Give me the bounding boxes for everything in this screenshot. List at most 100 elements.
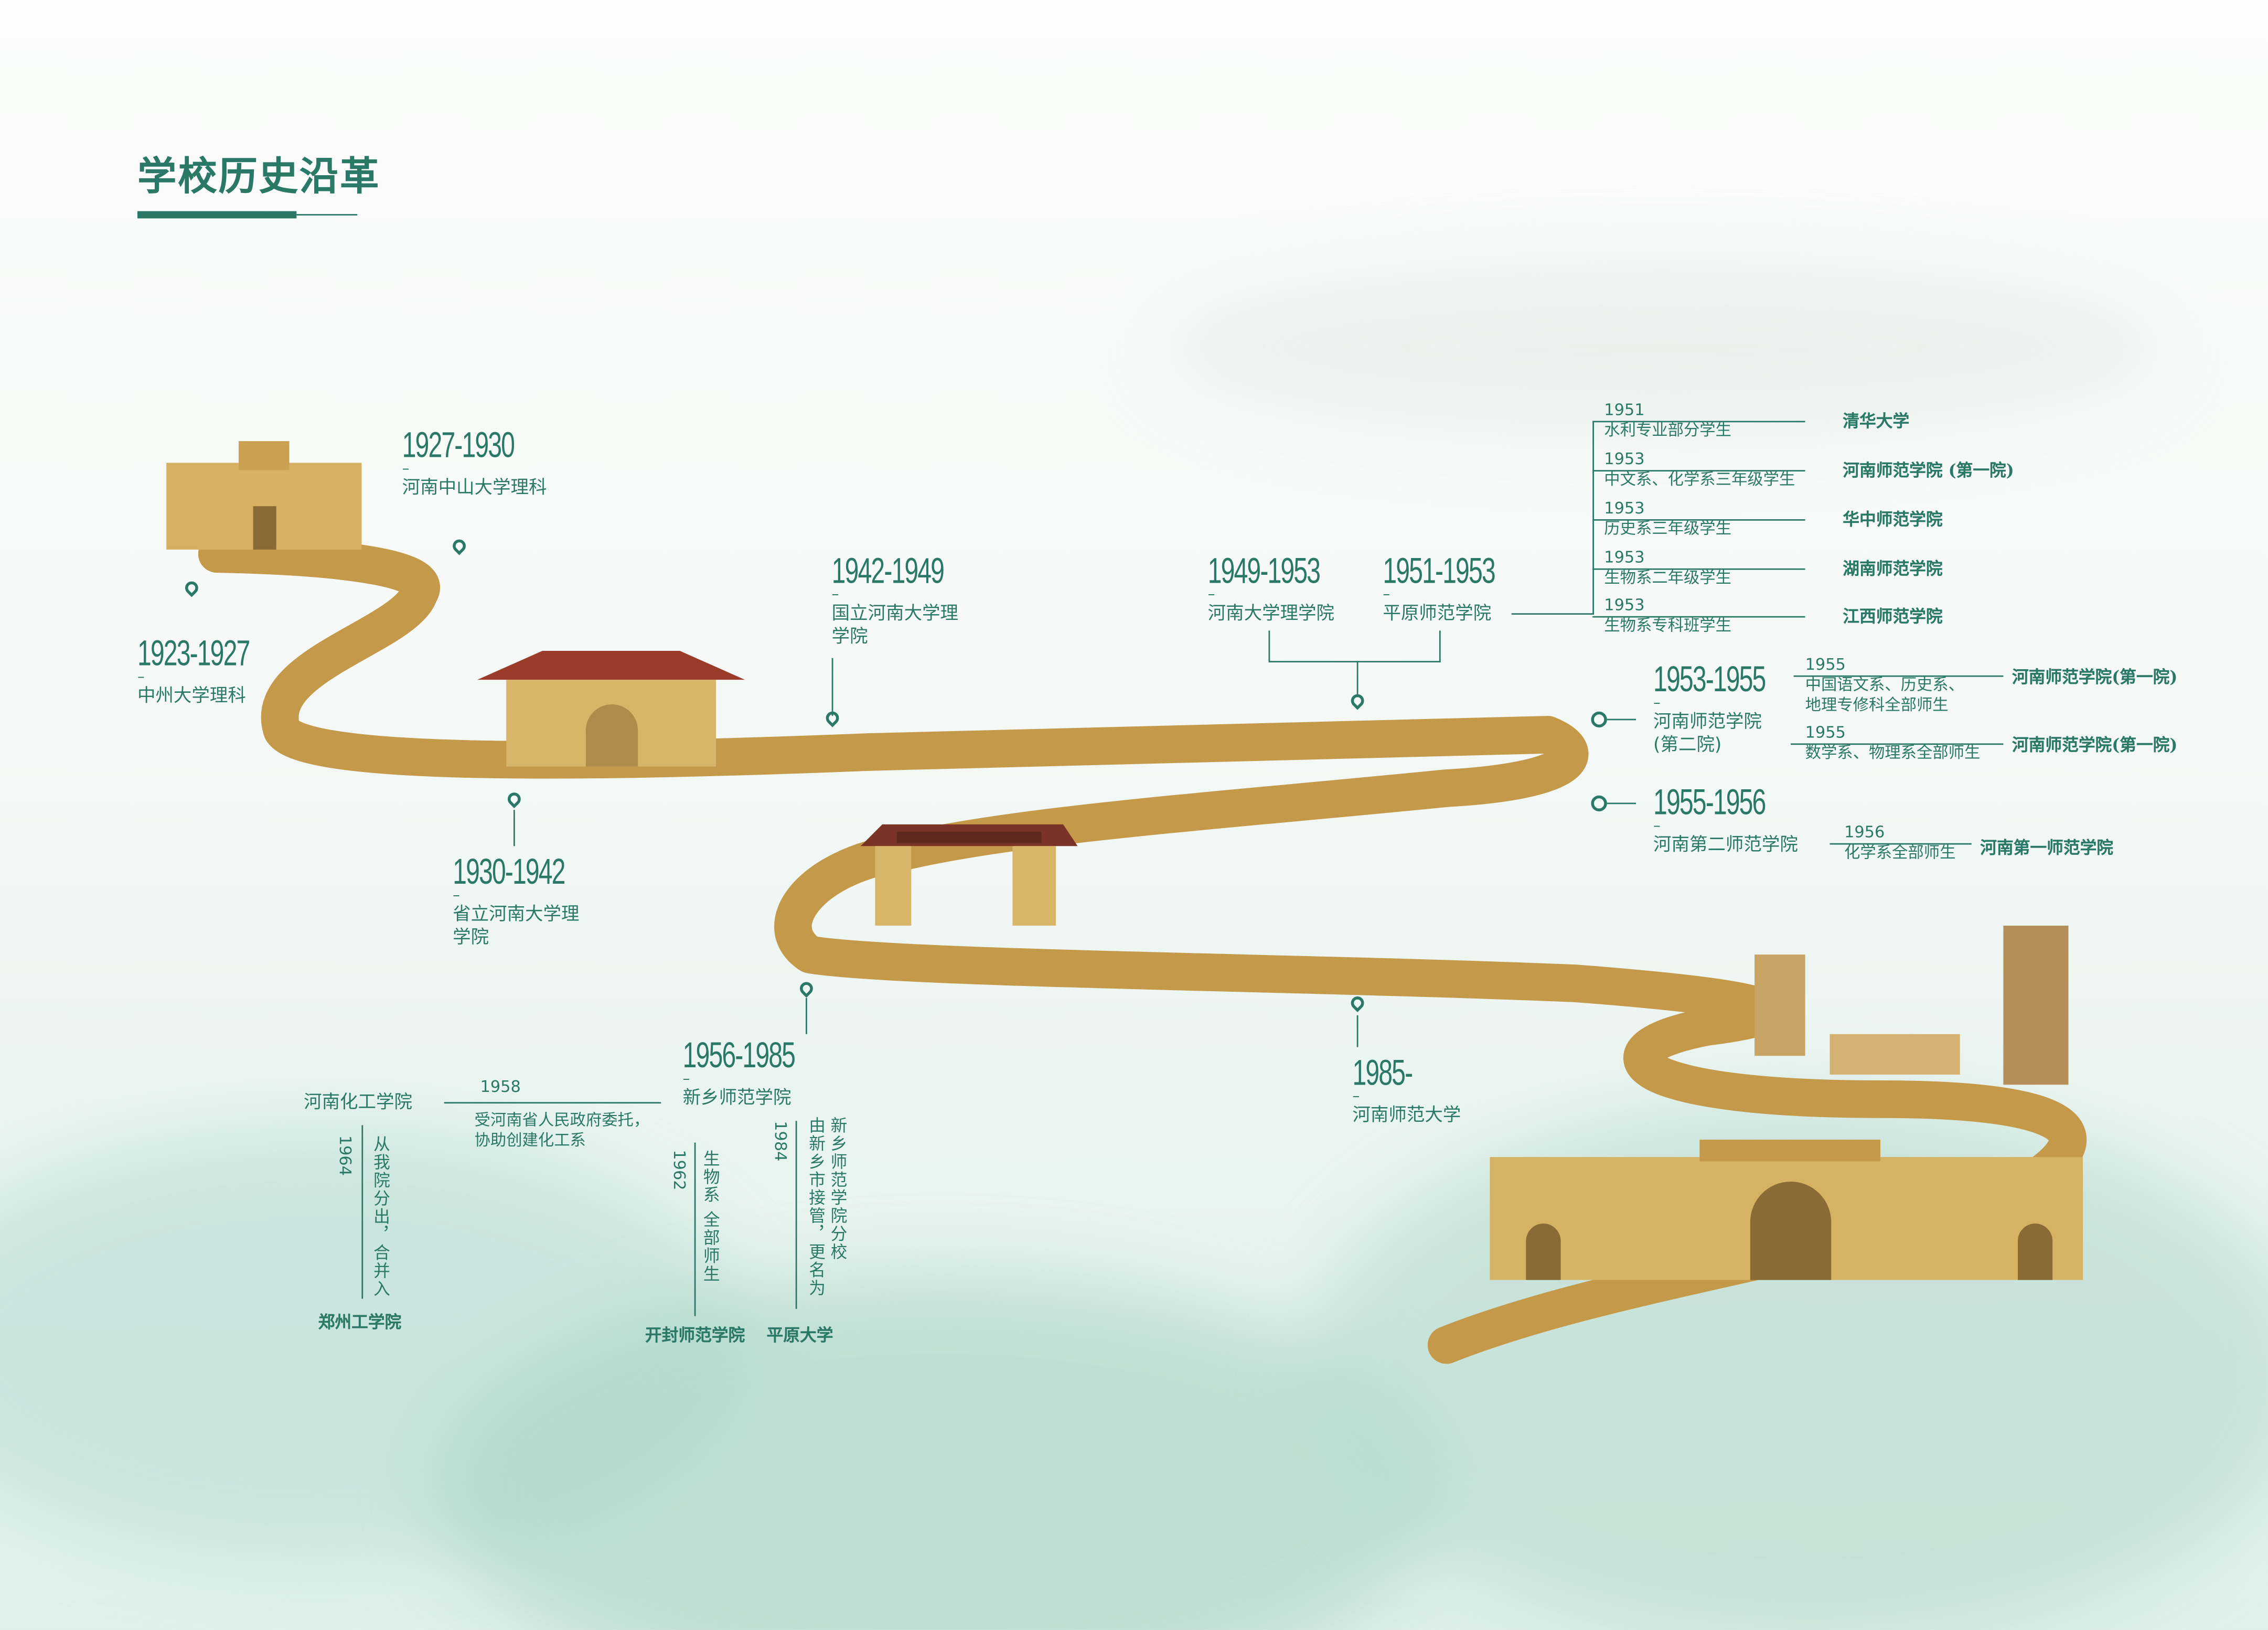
label-text: 化学系全部师生: [1844, 843, 1956, 862]
connector-line: [444, 1102, 661, 1104]
label-text: 1958: [480, 1077, 521, 1097]
label-text: 河南师范学院(第一院): [2012, 667, 2178, 687]
milestone-1956: 1956-1985– 新乡师范学院: [683, 1038, 843, 1109]
label-text: 1985-: [1352, 1053, 1413, 1093]
label-text: 1923-1927: [137, 633, 250, 674]
label-text: 开封师范学院: [645, 1325, 745, 1345]
transfer-item: 1953 中文系、化学系三年级学生 河南师范学院 (第一院): [1592, 449, 2014, 499]
connector-line: [1356, 661, 1358, 698]
ring-marker-icon: [1591, 795, 1607, 812]
title-underline-thin: [296, 214, 358, 216]
label-text: 1951: [1604, 400, 1645, 420]
connector-line: [1592, 519, 1805, 521]
building-main-gate: [1490, 1140, 2083, 1280]
label-text: 1930-1942: [453, 852, 565, 893]
label-text: 1955: [1805, 723, 1846, 742]
building-gate-1942: [860, 824, 1078, 926]
label-text: 1949-1953: [1207, 551, 1321, 592]
connector-line: [694, 1142, 696, 1316]
connector-line: [1592, 616, 1805, 618]
transfer-item: 1955 中国语文系、历史系、地理专修科全部师生 河南师范学院(第一院): [1793, 655, 2177, 716]
connector-line: [361, 1125, 363, 1299]
label-text: 江西师范学院: [1843, 606, 1943, 627]
label-text: 1956-1985: [682, 1035, 796, 1076]
label-text: 1953: [1604, 596, 1645, 615]
connector-line: [1607, 719, 1636, 721]
milestone-1949: 1949-1953– 河南大学理学院: [1207, 551, 1368, 625]
connector-line: [1793, 675, 2004, 677]
ring-marker-icon: [1591, 711, 1607, 728]
road-stroke: [198, 535, 2087, 1364]
transfer-list-1951: 1951 水利专业部分学生 清华大学 1953 中文系、化学系三年级学生 河南师…: [1592, 400, 2014, 645]
mist-decoration: [434, 1272, 1447, 1630]
connector-line: [795, 1121, 797, 1309]
connector-line: [513, 810, 515, 846]
label-text: 受河南省人民政府委托，: [474, 1110, 650, 1130]
label-text: 中国语文系、历史系、: [1805, 675, 1964, 694]
label-text: 1953: [1604, 449, 1645, 469]
label-text: 河南师范学院: [1653, 710, 1762, 732]
label-text: 清华大学: [1843, 411, 1910, 431]
connector-line: [1592, 421, 1594, 615]
connector-line: [831, 658, 833, 716]
label-text: 湖南师范学院: [1843, 558, 1943, 579]
connector-line: [1592, 568, 1805, 570]
label-text: 生物系二年级学生: [1604, 568, 1731, 587]
mist-decoration: [1157, 260, 2170, 434]
connector-line: [1511, 613, 1594, 615]
label-text: 河南师范学院(第一院): [2012, 734, 2178, 755]
label-text: 协助创建化工系: [474, 1131, 586, 1150]
label-text: 1962: [669, 1150, 689, 1191]
label-text: 河南第二师范学院: [1653, 833, 1798, 855]
separator: –: [1653, 818, 1661, 835]
label-text: 数学系、物理系全部师生: [1805, 743, 1981, 763]
connector-line: [1356, 1015, 1358, 1047]
label-text: 生物系专科班学生: [1604, 616, 1731, 635]
title-underline: [137, 211, 297, 219]
label-text: 河南中山大学理科: [402, 476, 547, 498]
separator: –: [1653, 695, 1661, 712]
milestone-1942: 1942-1949– 国立河南大学理学院: [831, 553, 962, 648]
connector-line: [1791, 743, 2004, 745]
connector-line: [1592, 421, 1805, 423]
separator: –: [453, 888, 460, 904]
separator: –: [1352, 1089, 1360, 1105]
transfer-item: 1953 生物系专科班学生 江西师范学院: [1592, 596, 1943, 645]
label-text: 水利专业部分学生: [1604, 421, 1731, 440]
connector-line: [1268, 661, 1441, 663]
label-text: 1955: [1805, 655, 1846, 674]
label-text: 中州大学理科: [137, 684, 246, 706]
separator: –: [137, 669, 145, 686]
milestone-1951: 1951-1953– 平原师范学院: [1383, 553, 1543, 625]
separator: –: [682, 1071, 690, 1088]
page-title: 学校历史沿革: [137, 155, 381, 200]
connector-line: [1268, 630, 1270, 663]
separator: –: [1383, 587, 1390, 603]
label-text: 1984: [771, 1121, 790, 1162]
milestone-1955: 1955-1956– 河南第二师范学院: [1653, 785, 1813, 856]
label-text: 1927-1930: [402, 425, 515, 466]
label-text: 1955-1956: [1653, 782, 1766, 823]
label-text: 华中师范学院: [1843, 509, 1943, 530]
label-text: 由新乡市接管，更名为: [807, 1116, 828, 1297]
label-text: (第二院): [1653, 733, 1722, 755]
label-text: 从我院分出，合并入: [371, 1135, 392, 1299]
building-stelae-1985: [1755, 925, 2069, 1085]
transfer-item: 1951 水利专业部分学生 清华大学: [1592, 400, 1909, 450]
connector-line: [1592, 470, 1805, 472]
branch-target: 河南化工学院: [304, 1090, 412, 1112]
label-text: 国立河南大学理学院: [831, 602, 959, 647]
label-text: 生物系 全部师生: [701, 1150, 722, 1283]
label-text: 河南师范大学: [1352, 1103, 1461, 1125]
label-text: 省立河南大学理学院: [453, 902, 580, 948]
label-text: 1956: [1844, 823, 1885, 842]
label-text: 1953-1955: [1653, 659, 1766, 700]
label-text: 平原师范学院: [1383, 602, 1492, 624]
label-text: 1964: [335, 1135, 355, 1176]
label-text: 1953: [1604, 499, 1645, 518]
label-text: 河南师范学院 (第一院): [1843, 459, 2014, 480]
transfer-item: 1953 历史系三年级学生 华中师范学院: [1592, 499, 1943, 548]
milestone-1985: 1985-– 河南师范大学: [1352, 1053, 1461, 1127]
